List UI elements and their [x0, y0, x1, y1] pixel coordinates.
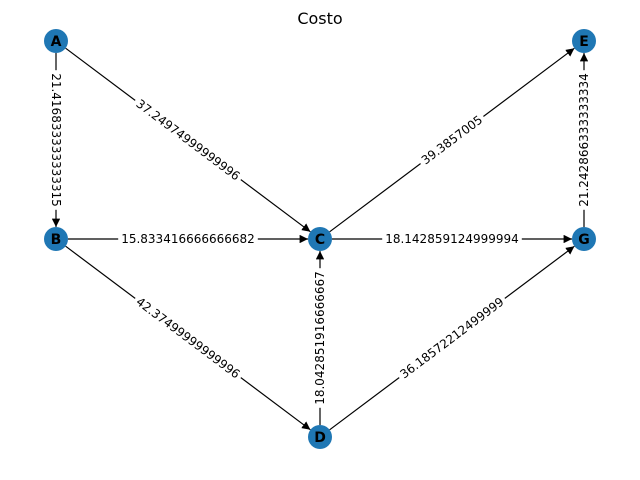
- node-circle: [308, 227, 332, 251]
- edge-label: 21.242866333333334: [577, 73, 591, 207]
- edge-label-group: 37.24974999999996: [130, 94, 246, 186]
- edge-G-E: 21.242866333333334: [576, 53, 592, 227]
- edge-B-D: 42.37499999999996: [65, 245, 311, 431]
- node-circle: [44, 227, 68, 251]
- edge-label: 21.416833333333315: [49, 73, 63, 207]
- edge-D-G: 36.18572212499999: [329, 245, 575, 431]
- node-circle: [308, 425, 332, 449]
- edge-label-group: 42.37499999999996: [130, 292, 246, 384]
- node-label: G: [578, 232, 590, 248]
- edge-C-E: 39.3857005: [329, 47, 575, 233]
- nodes-layer: A B C D E G: [44, 29, 596, 449]
- edge-B-C: 15.833416666666682: [68, 231, 308, 247]
- node-label: E: [579, 34, 589, 50]
- edge-A-C: 37.24974999999996: [65, 47, 311, 233]
- edge-label: 37.24974999999996: [133, 97, 242, 184]
- node-circle: [572, 29, 596, 53]
- edge-label-background: [130, 292, 246, 384]
- edge-label-group: 18.142859124999994: [382, 231, 522, 247]
- edge-label: 18.042851916666667: [313, 271, 327, 405]
- edge-A-B: 21.416833333333315: [48, 53, 64, 227]
- edge-D-C: 18.042851916666667: [312, 250, 328, 425]
- edge-label-background: [130, 94, 246, 186]
- edge-label-group: 15.833416666666682: [118, 231, 258, 247]
- edge-label: 39.3857005: [419, 113, 485, 168]
- node-c: C: [308, 227, 332, 251]
- edge-label: 18.142859124999994: [385, 232, 519, 246]
- edge-label-background: [48, 70, 64, 210]
- edge-label-background: [382, 231, 522, 247]
- node-label: A: [51, 34, 62, 50]
- edge-label-background: [118, 231, 258, 247]
- node-circle: [572, 227, 596, 251]
- node-circle: [44, 29, 68, 53]
- node-label: D: [314, 430, 326, 446]
- edge-label-background: [312, 268, 328, 408]
- node-label: B: [51, 232, 62, 248]
- edge-label-background: [394, 292, 510, 384]
- node-g: G: [572, 227, 596, 251]
- edge-label: 36.18572212499999: [397, 295, 506, 382]
- edge-label-background: [576, 70, 592, 210]
- edge-label-background: [415, 110, 489, 170]
- edge-label-group: 18.042851916666667: [312, 268, 328, 408]
- node-label: C: [315, 232, 325, 248]
- edge-C-G: 18.142859124999994: [332, 231, 572, 247]
- node-d: D: [308, 425, 332, 449]
- edge-label-group: 21.242866333333334: [576, 70, 592, 210]
- graph-title: Costo: [297, 9, 342, 28]
- node-b: B: [44, 227, 68, 251]
- node-a: A: [44, 29, 68, 53]
- edge-label-group: 36.18572212499999: [394, 292, 510, 384]
- edge-label-group: 21.416833333333315: [48, 70, 64, 210]
- edge-label-group: 39.3857005: [415, 110, 489, 170]
- node-e: E: [572, 29, 596, 53]
- edge-label: 15.833416666666682: [121, 232, 255, 246]
- edge-label: 42.37499999999996: [133, 295, 242, 382]
